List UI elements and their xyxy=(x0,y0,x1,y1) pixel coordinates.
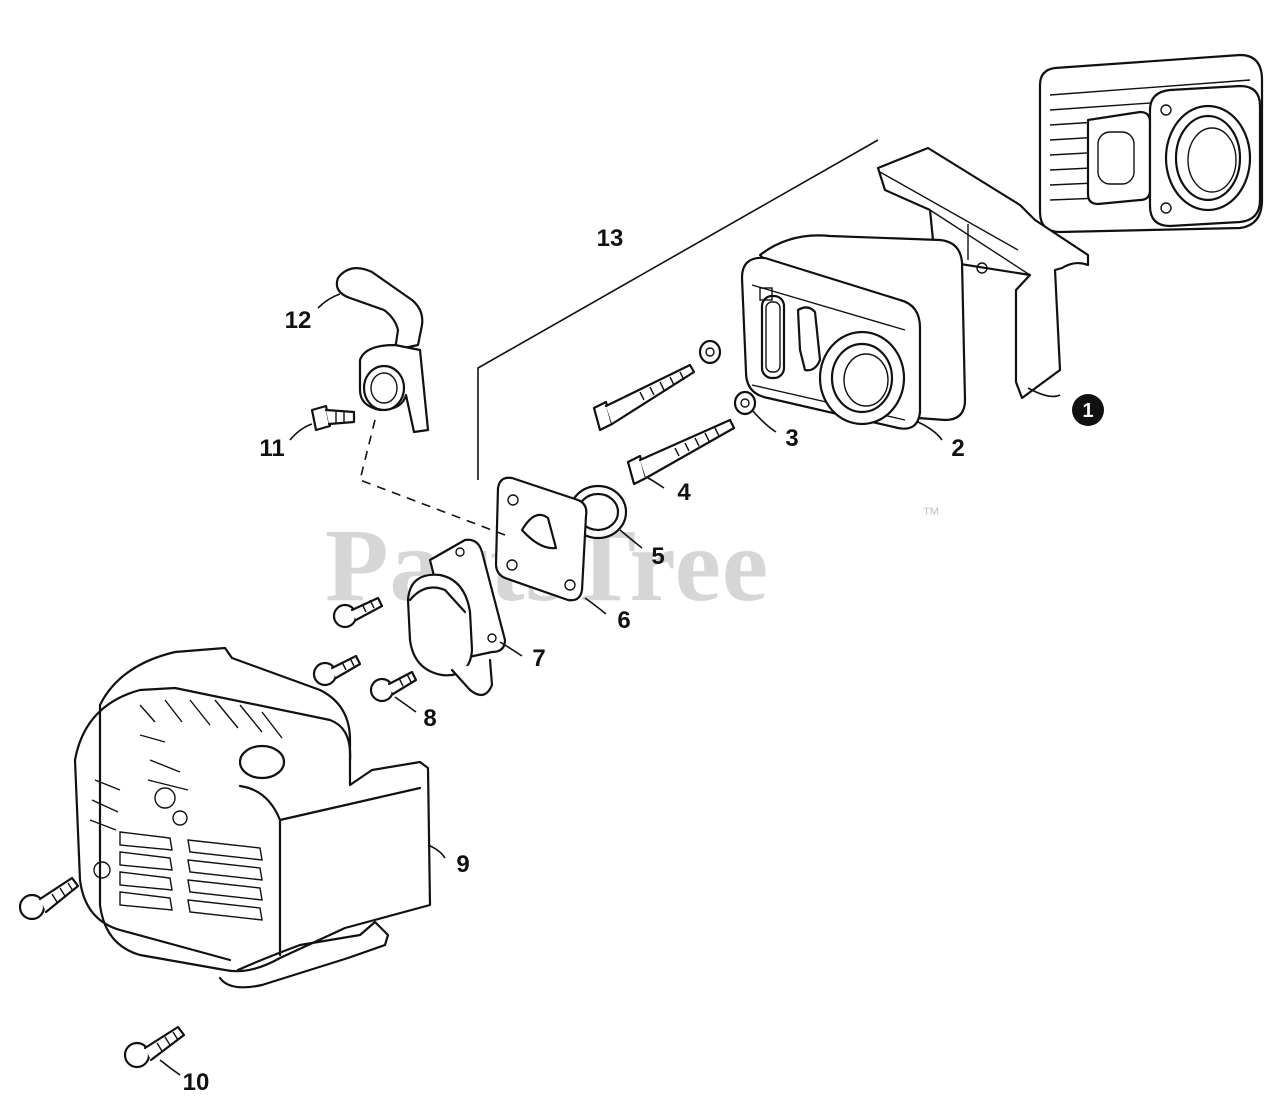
screw-8a[interactable] xyxy=(332,596,384,629)
kit-bracket-13 xyxy=(477,139,879,480)
screw-8c[interactable] xyxy=(369,670,418,703)
muffler-part[interactable] xyxy=(740,234,967,430)
gasket-plate-part[interactable] xyxy=(494,476,588,602)
callout-11[interactable]: 11 xyxy=(259,435,284,462)
exhaust-deflector-part[interactable] xyxy=(406,538,507,697)
tube-part[interactable] xyxy=(335,267,430,434)
bolt-long-upper[interactable] xyxy=(592,363,696,432)
muffler-cover-part[interactable] xyxy=(73,646,432,989)
callout-8[interactable]: 8 xyxy=(423,705,436,732)
watermark-trademark: ™ xyxy=(922,504,940,524)
cylinder-part[interactable] xyxy=(1038,53,1264,234)
washer-upper[interactable] xyxy=(698,339,722,365)
screw-10-bottom[interactable] xyxy=(123,1025,186,1069)
callout-badge-1[interactable] xyxy=(1072,394,1104,426)
callout-5[interactable]: 5 xyxy=(651,543,664,570)
leader-lines xyxy=(159,293,1061,1076)
assembly-guide-line xyxy=(359,419,506,536)
bolt-long-lower[interactable] xyxy=(626,418,736,486)
callout-10[interactable]: 10 xyxy=(183,1069,210,1096)
callout-6[interactable]: 6 xyxy=(617,607,630,634)
callout-3[interactable]: 3 xyxy=(785,425,798,452)
screw-10-left[interactable] xyxy=(18,876,80,921)
callout-7[interactable]: 7 xyxy=(532,645,545,672)
callout-13[interactable]: 13 xyxy=(597,225,624,252)
callout-12[interactable]: 12 xyxy=(285,307,312,334)
callout-2[interactable]: 2 xyxy=(951,435,964,462)
screw-11[interactable] xyxy=(310,404,356,432)
callout-1[interactable]: 1 xyxy=(1082,400,1093,422)
screw-8b[interactable] xyxy=(312,654,362,687)
heat-shield-part[interactable] xyxy=(876,146,1090,400)
callout-4[interactable]: 4 xyxy=(677,479,691,506)
callout-9[interactable]: 9 xyxy=(456,851,469,878)
washer-lower[interactable] xyxy=(733,390,757,416)
